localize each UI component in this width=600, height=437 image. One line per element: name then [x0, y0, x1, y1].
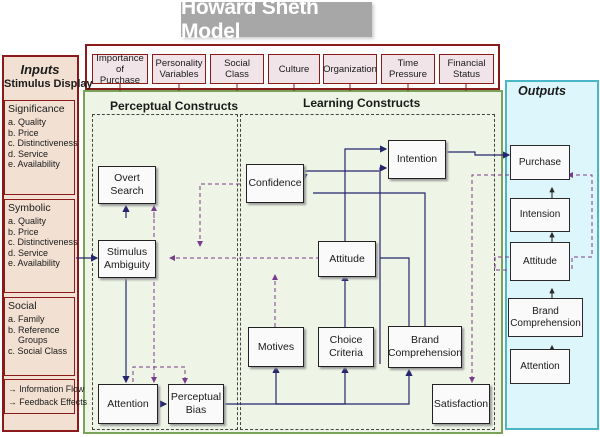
- node-intention: Intention: [388, 140, 446, 179]
- input-item: d. Service: [8, 148, 49, 159]
- inputs-subheading: Stimulus Display: [4, 78, 93, 90]
- input-group-title: Symbolic: [8, 202, 51, 214]
- diagram-title: Howard Sheth Model: [181, 0, 372, 43]
- input-group-title: Social: [8, 300, 37, 312]
- learning-constructs-title: Learning Constructs: [303, 96, 421, 110]
- output-attitude: Attitude: [510, 242, 570, 281]
- legend-information-flow: → Information Flow: [8, 384, 85, 394]
- exogenous-social-class: Social Class: [210, 54, 264, 84]
- perceptual-constructs-title: Perceptual Constructs: [110, 99, 239, 113]
- exogenous-importance-of-purchase: Importance of Purchase: [92, 53, 148, 86]
- node-confidence: Confidence: [246, 164, 304, 203]
- exogenous-financial-status: Financial Status: [439, 54, 494, 84]
- node-choice-criteria: Choice Criteria: [318, 327, 374, 367]
- input-item: c. Distinctiveness: [8, 237, 78, 248]
- input-item: e. Availability: [8, 258, 60, 269]
- learning-constructs-region: [240, 114, 495, 430]
- exogenous-personality-variables: Personality Variables: [152, 54, 206, 84]
- input-group-title: Significance: [8, 103, 65, 115]
- node-overt-search: Overt Search: [98, 166, 156, 204]
- input-group-symbolic: Symbolic a. Quality b. Price c. Distinct…: [4, 199, 78, 293]
- input-item: c. Social Class: [8, 345, 68, 356]
- node-attitude: Attitude: [318, 241, 376, 277]
- input-item: d. Service: [8, 247, 49, 258]
- output-intension: Intension: [510, 198, 570, 232]
- exogenous-time-pressure: Time Pressure: [381, 54, 435, 84]
- input-item: b. Price: [8, 226, 39, 237]
- input-group-social: Social a. Family b. Reference Groups c. …: [4, 297, 75, 376]
- node-brand-comprehension: Brand Comprehension: [388, 326, 462, 368]
- input-item: a. Family: [8, 314, 45, 324]
- node-attention: Attention: [98, 384, 158, 424]
- exogenous-organization: Organization: [323, 54, 377, 84]
- input-item: a. Quality: [8, 117, 47, 127]
- node-stimulus-ambiguity: Stimulus Ambiguity: [98, 240, 156, 278]
- output-attention: Attention: [510, 349, 570, 384]
- legend-feedback-effects: → Feedback Effects: [8, 397, 88, 407]
- inputs-heading: Inputs: [20, 62, 60, 77]
- output-brand-comprehension: Brand Comprehension: [508, 298, 583, 337]
- exogenous-culture: Culture: [268, 54, 320, 84]
- input-group-significance: Significance a. Quality b. Price c. Dist…: [4, 100, 78, 195]
- outputs-heading: Outputs: [518, 84, 566, 98]
- legend: → Information Flow → Feedback Effects: [4, 379, 88, 414]
- node-perceptual-bias: Perceptual Bias: [168, 384, 224, 424]
- node-satisfaction: Satisfaction: [432, 384, 490, 424]
- inputs-panel: [2, 55, 79, 432]
- input-item: a. Quality: [8, 216, 47, 226]
- output-purchase: Purchase: [510, 145, 570, 180]
- input-item: b. Reference: [8, 324, 60, 335]
- node-motives: Motives: [248, 327, 304, 367]
- input-item: e. Availability: [8, 159, 60, 170]
- input-item: c. Distinctiveness: [8, 138, 78, 149]
- input-item: Groups: [18, 335, 48, 346]
- perceptual-constructs-region: [92, 114, 238, 430]
- input-item: b. Price: [8, 127, 39, 138]
